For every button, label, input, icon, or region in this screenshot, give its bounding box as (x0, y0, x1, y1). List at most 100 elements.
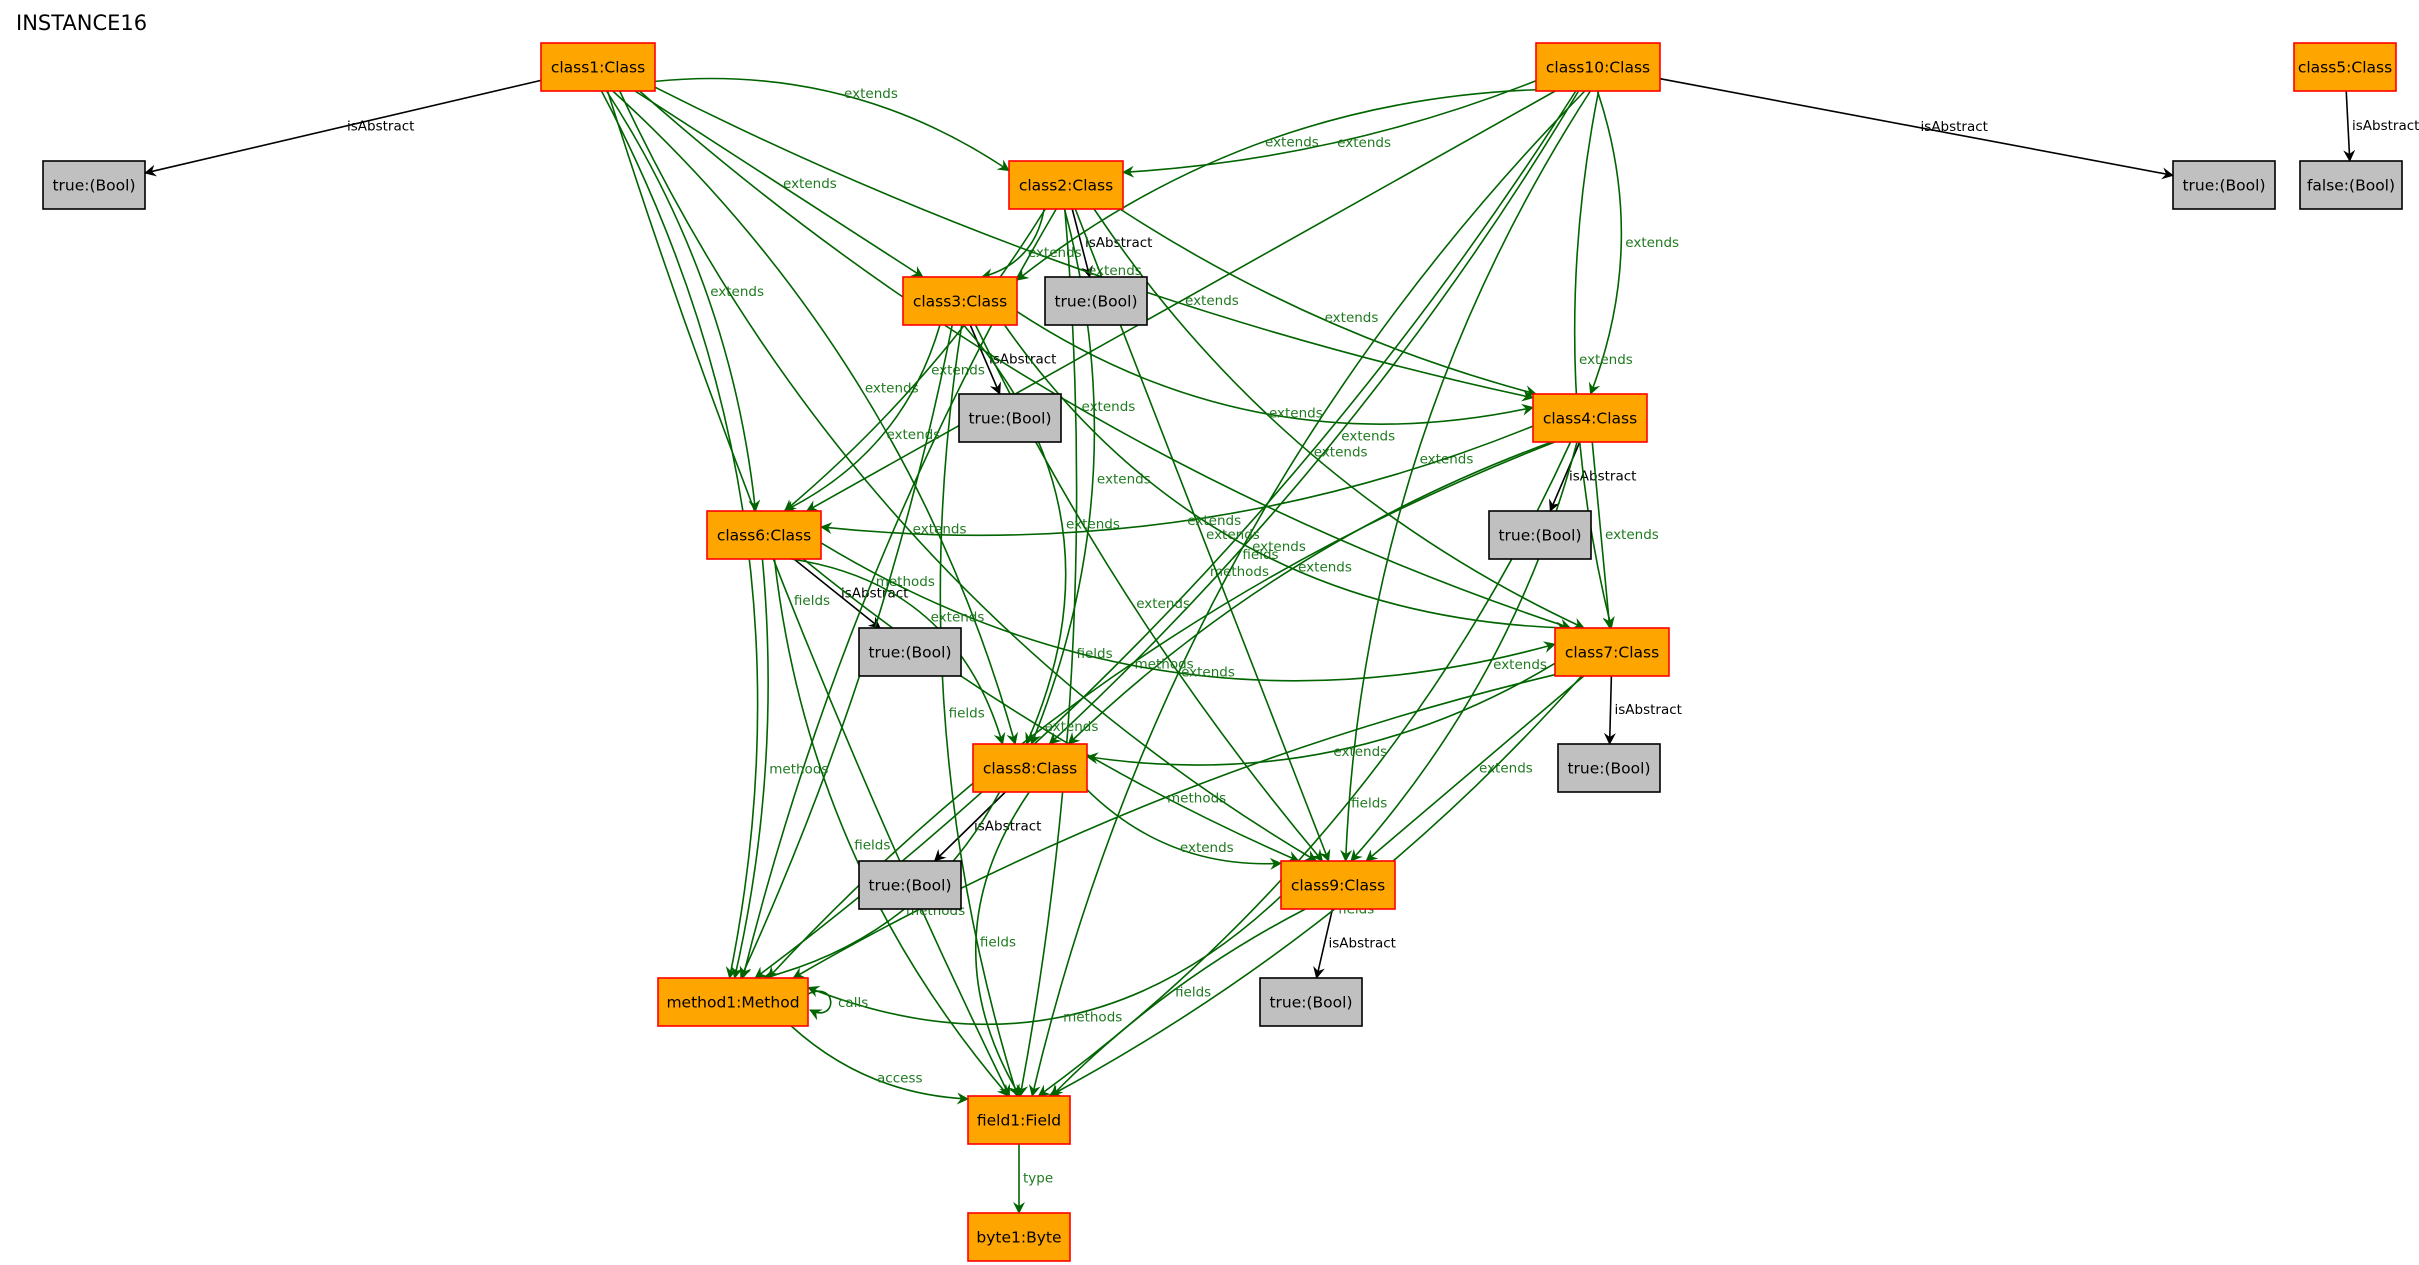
object-box (902, 276, 1018, 326)
edge-label: extends (710, 284, 764, 300)
edge-label: fields (1076, 646, 1112, 662)
node-b_c2[interactable]: true:(Bool) (1044, 276, 1148, 326)
node-class1[interactable]: class1:Class (540, 42, 656, 92)
edge-label: extends (865, 381, 919, 397)
node-class8[interactable]: class8:Class (972, 743, 1088, 793)
edge-line (791, 558, 1006, 745)
edge-class1-b_c1: isAbstract (144, 79, 542, 177)
node-b_c3[interactable]: true:(Bool) (958, 393, 1062, 443)
edge-method1-field1: access (790, 1025, 969, 1105)
edge-label: extends (1479, 761, 1533, 777)
edge-label: extends (1493, 657, 1547, 673)
node-label: class9:Class (1291, 877, 1385, 895)
edge-line (606, 90, 1011, 1097)
edge-label: extends (1252, 539, 1306, 555)
edge-label: isAbstract (1569, 469, 1636, 485)
edge-class9-field1: fields (1050, 908, 1306, 1097)
edge-line (790, 1025, 969, 1105)
edge-class6-class8: extends (791, 558, 1006, 745)
edges-layer: isAbstract isAbstract isAbstract isAbstract… (144, 77, 2419, 1214)
node-label: true:(Bool) (52, 177, 135, 195)
object-box (1008, 160, 1124, 210)
edge-class4-class6: extends (820, 425, 1534, 537)
edge-label: extends (1314, 445, 1368, 461)
edge-label: isAbstract (841, 586, 908, 602)
edge-line (1093, 208, 1585, 629)
edge-line (1603, 675, 1616, 745)
node-b_c5[interactable]: false:(Bool) (2299, 160, 2403, 210)
node-b_c6[interactable]: true:(Bool) (858, 627, 962, 677)
edge-label: extends (931, 610, 985, 626)
node-field1[interactable]: field1:Field (967, 1095, 1071, 1145)
edge-class2-b_c2: isAbstract (1071, 208, 1152, 278)
edge-line (1365, 675, 1585, 862)
node-class2[interactable]: class2:Class (1008, 160, 1124, 210)
edge-class8-class9: extends (1086, 789, 1282, 870)
edge-class6-class7: extends (820, 542, 1556, 682)
bool-value-box (858, 627, 962, 677)
edge-label: isAbstract (1329, 936, 1396, 952)
bool-value-box (1557, 743, 1661, 793)
node-label: true:(Bool) (1054, 293, 1137, 311)
bool-value-box (858, 860, 962, 910)
edge-line (805, 90, 1556, 512)
edge-line (820, 425, 1534, 537)
node-b_c10[interactable]: true:(Bool) (2172, 160, 2276, 210)
node-byte1[interactable]: byte1:Byte (967, 1212, 1071, 1262)
node-label: false:(Bool) (2307, 177, 2395, 195)
edge-line (605, 90, 761, 512)
edge-label: methods (769, 762, 828, 778)
node-b_c1[interactable]: true:(Bool) (42, 160, 146, 210)
edge-label: extends (1269, 406, 1323, 422)
object-box (1554, 627, 1670, 677)
bool-value-box (2172, 160, 2276, 210)
edge-label: isAbstract (347, 119, 414, 135)
node-label: byte1:Byte (976, 1229, 1061, 1247)
node-class4[interactable]: class4:Class (1532, 393, 1648, 443)
node-b_c8[interactable]: true:(Bool) (858, 860, 962, 910)
edge-line (969, 324, 1001, 395)
node-label: true:(Bool) (868, 877, 951, 895)
node-class5[interactable]: class5:Class (2293, 42, 2397, 92)
edge-method1-method1: calls (807, 990, 868, 1021)
node-label: class5:Class (2298, 59, 2392, 77)
node-b_c7[interactable]: true:(Bool) (1557, 743, 1661, 793)
node-method1[interactable]: method1:Method (657, 977, 809, 1027)
node-label: class10:Class (1546, 59, 1650, 77)
edge-line (654, 77, 1010, 172)
edge-label: isAbstract (1615, 702, 1682, 718)
edge-class3-class8: extends (962, 324, 1120, 745)
object-box (2293, 42, 2397, 92)
edge-class1-class2: extends (654, 77, 1010, 172)
node-class6[interactable]: class6:Class (706, 510, 822, 560)
edge-label: fields (794, 593, 830, 609)
edge-label: extends (1337, 135, 1391, 151)
edge-class6-class9: extends (802, 558, 1300, 863)
edge-label: extends (1082, 399, 1136, 415)
node-b_c9[interactable]: true:(Bool) (1259, 977, 1363, 1027)
node-class7[interactable]: class7:Class (1554, 627, 1670, 677)
bool-value-box (2299, 160, 2403, 210)
node-class10[interactable]: class10:Class (1535, 42, 1661, 92)
node-label: class8:Class (983, 760, 1077, 778)
object-box (1280, 860, 1396, 910)
bool-value-box (42, 160, 146, 210)
diagram-title: INSTANCE16 (16, 11, 147, 35)
edge-line (1071, 208, 1093, 278)
node-class3[interactable]: class3:Class (902, 276, 1018, 326)
edge-label: fields (949, 706, 985, 722)
edge-label: extends (886, 427, 940, 443)
node-class9[interactable]: class9:Class (1280, 860, 1396, 910)
edge-class2-class4: extends (1119, 208, 1537, 397)
edge-label: access (877, 1070, 923, 1086)
edge-class2-class7: extends (1093, 208, 1585, 629)
edge-class7-class8: extends (1086, 662, 1556, 766)
edge-line (1122, 80, 1537, 178)
node-label: class2:Class (1019, 177, 1113, 195)
edge-line (1003, 324, 1569, 634)
edge-line (762, 791, 1001, 982)
edge-class4-b_c4: isAbstract (1549, 441, 1636, 512)
node-b_c4[interactable]: true:(Bool) (1488, 510, 1592, 560)
edge-line (1016, 310, 1534, 425)
